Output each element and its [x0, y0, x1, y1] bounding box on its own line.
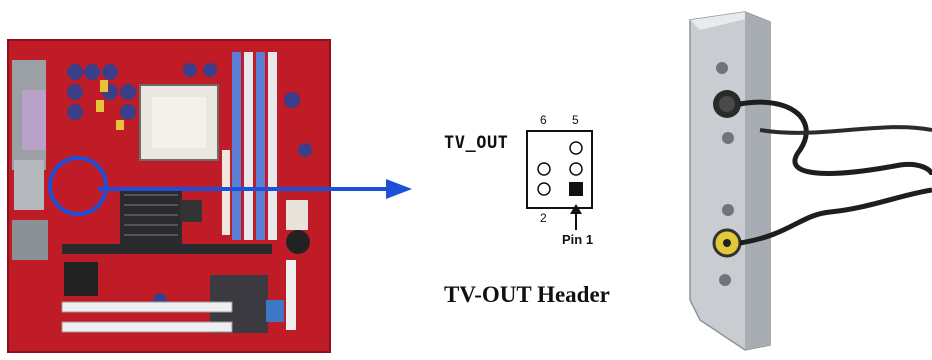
pin-5-label: 5: [572, 113, 579, 127]
pin-6-label: 6: [540, 113, 547, 127]
pin-2-label: 2: [540, 211, 547, 225]
caption: TV-OUT Header: [444, 282, 610, 307]
highlight-circle: [48, 156, 108, 216]
tv-out-bracket-photo: [689, 11, 932, 351]
pin-1-label: Pin 1: [562, 232, 594, 247]
pin-header-diagram: [526, 130, 593, 230]
pointer-arrow-icon: [98, 179, 412, 199]
tv-out-label: TV_OUT: [444, 133, 509, 153]
motherboard-photo: [7, 39, 331, 353]
